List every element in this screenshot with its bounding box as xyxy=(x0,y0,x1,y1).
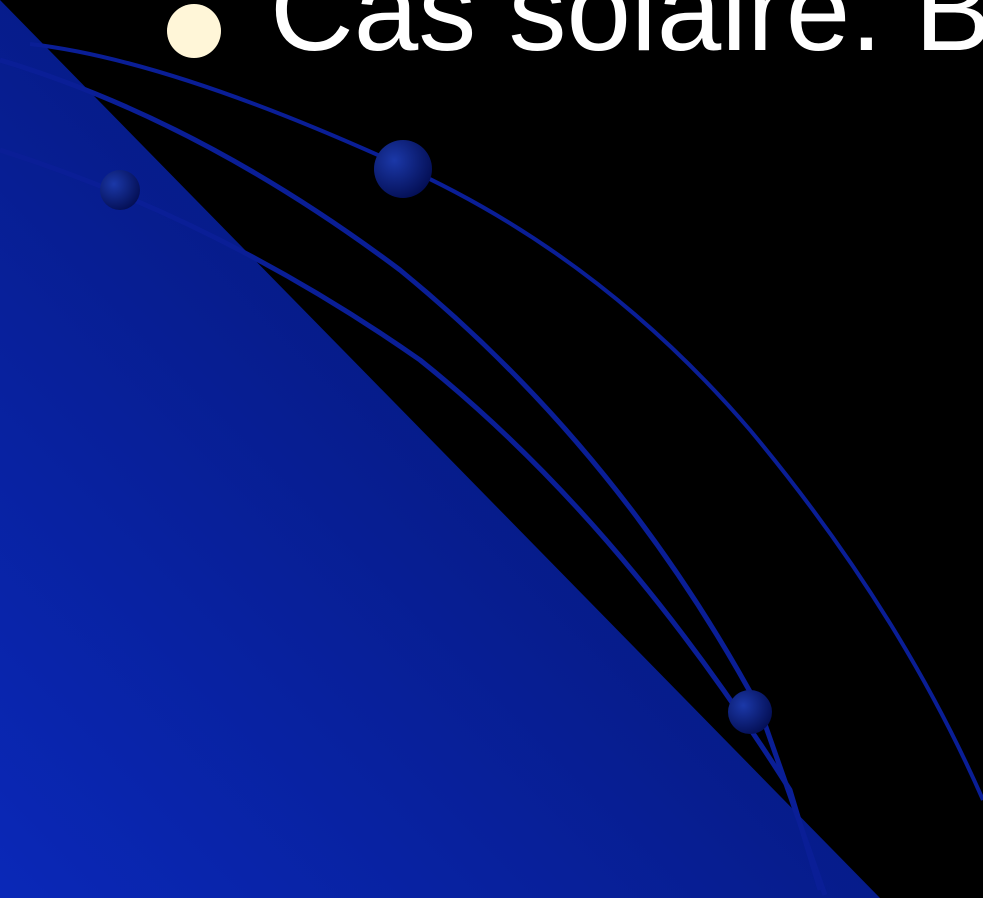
orbit-line-middle xyxy=(0,57,828,896)
bullet-text: Cas solaire. B xyxy=(270,0,983,75)
bullet-dot-icon xyxy=(167,4,221,58)
orbit-line-outer xyxy=(29,42,983,801)
blue-gradient-triangle xyxy=(0,0,880,898)
bullet-item: Cas solaire. B xyxy=(0,0,983,80)
orbit-line-inner xyxy=(0,147,823,891)
planet-small xyxy=(100,170,140,210)
planet-lower xyxy=(728,690,772,734)
planet-large xyxy=(374,140,432,198)
